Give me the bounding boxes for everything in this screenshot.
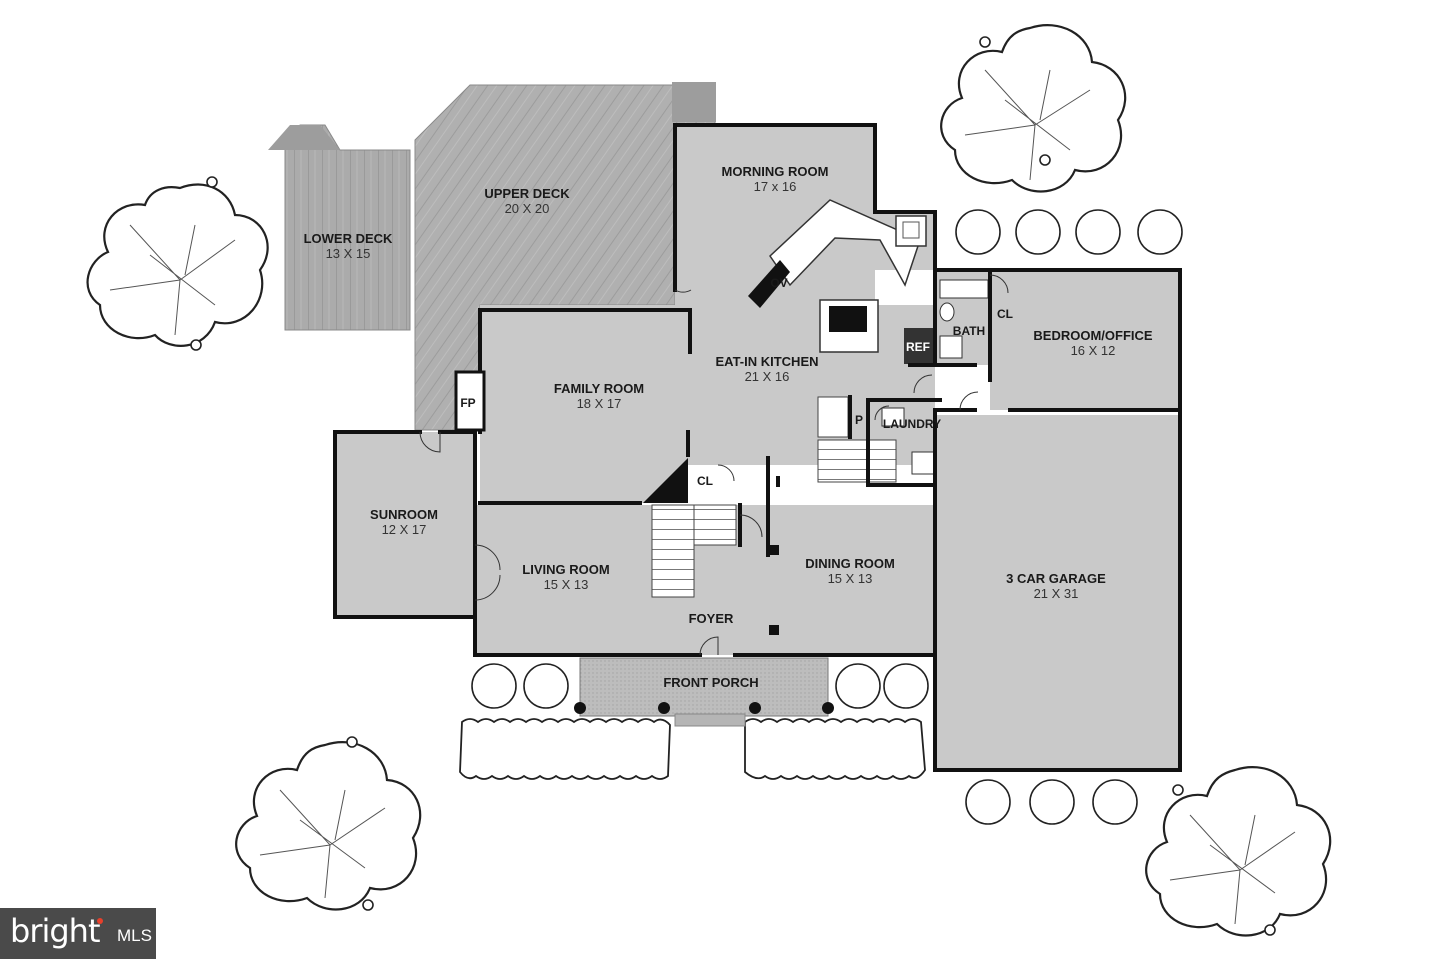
family-room-label: FAMILY ROOM bbox=[554, 381, 644, 396]
logo-mls-text: MLS bbox=[117, 926, 152, 945]
fireplace-label: FP bbox=[460, 396, 475, 410]
dining-room-label: DINING ROOM bbox=[805, 556, 895, 571]
kitchen-label: EAT-IN KITCHEN bbox=[715, 354, 818, 369]
walls bbox=[333, 123, 1182, 772]
hedge-right bbox=[744, 718, 926, 780]
foyer-label: FOYER bbox=[689, 611, 734, 626]
garage-label: 3 CAR GARAGE bbox=[1006, 571, 1106, 586]
bath-label: BATH bbox=[953, 324, 985, 338]
shrub-row-porch bbox=[471, 663, 929, 709]
sunroom-label: SUNROOM bbox=[370, 507, 438, 522]
living-room-dim: 15 X 13 bbox=[544, 577, 589, 592]
bedroom-office-label: BEDROOM/OFFICE bbox=[1033, 328, 1152, 343]
floor-areas bbox=[335, 125, 1180, 770]
brightmls-logo: bright MLS bbox=[0, 908, 156, 959]
lower-deck bbox=[268, 124, 411, 331]
laundry-appliances bbox=[881, 407, 935, 475]
dining-room-dim: 15 X 13 bbox=[828, 571, 873, 586]
bath-closet-label: CL bbox=[997, 307, 1013, 321]
lower-deck-dim: 13 X 15 bbox=[326, 246, 371, 261]
tree-bottom-right bbox=[1145, 766, 1332, 937]
tree-top-left bbox=[86, 176, 269, 351]
refrigerator-label: REF bbox=[906, 340, 930, 354]
shrub-row-east bbox=[955, 209, 1183, 255]
logo-brand-text: bright bbox=[10, 912, 100, 950]
morning-room-label: MORNING ROOM bbox=[722, 164, 829, 179]
upper-deck-label: UPPER DECK bbox=[484, 186, 570, 201]
stairs bbox=[643, 396, 897, 598]
garage-dim: 21 X 31 bbox=[1034, 586, 1079, 601]
logo-accent-dot bbox=[97, 918, 103, 924]
laundry-label: LAUNDRY bbox=[883, 417, 941, 431]
shrub-row-garage bbox=[965, 779, 1138, 825]
doors bbox=[419, 274, 1009, 656]
stair-closet-label: CL bbox=[697, 474, 713, 488]
upper-deck-dim: 20 X 20 bbox=[505, 201, 550, 216]
tree-bottom-left bbox=[235, 736, 422, 911]
family-room-dim: 18 X 17 bbox=[577, 396, 622, 411]
oven-label: OV bbox=[770, 276, 787, 290]
kitchen-dim: 21 X 16 bbox=[745, 369, 790, 384]
morning-room-dim: 17 x 16 bbox=[754, 179, 797, 194]
bath-fixtures bbox=[939, 279, 989, 359]
bedroom-office-dim: 16 X 12 bbox=[1071, 343, 1116, 358]
pantry-label: P bbox=[855, 413, 863, 427]
kitchen-counter bbox=[748, 199, 934, 364]
hedge-left bbox=[459, 718, 671, 780]
tree-top-right bbox=[940, 24, 1127, 193]
living-room-label: LIVING ROOM bbox=[522, 562, 609, 577]
sunroom-dim: 12 X 17 bbox=[382, 522, 427, 537]
lower-deck-label: LOWER DECK bbox=[304, 231, 393, 246]
front-porch-label: FRONT PORCH bbox=[663, 675, 758, 690]
